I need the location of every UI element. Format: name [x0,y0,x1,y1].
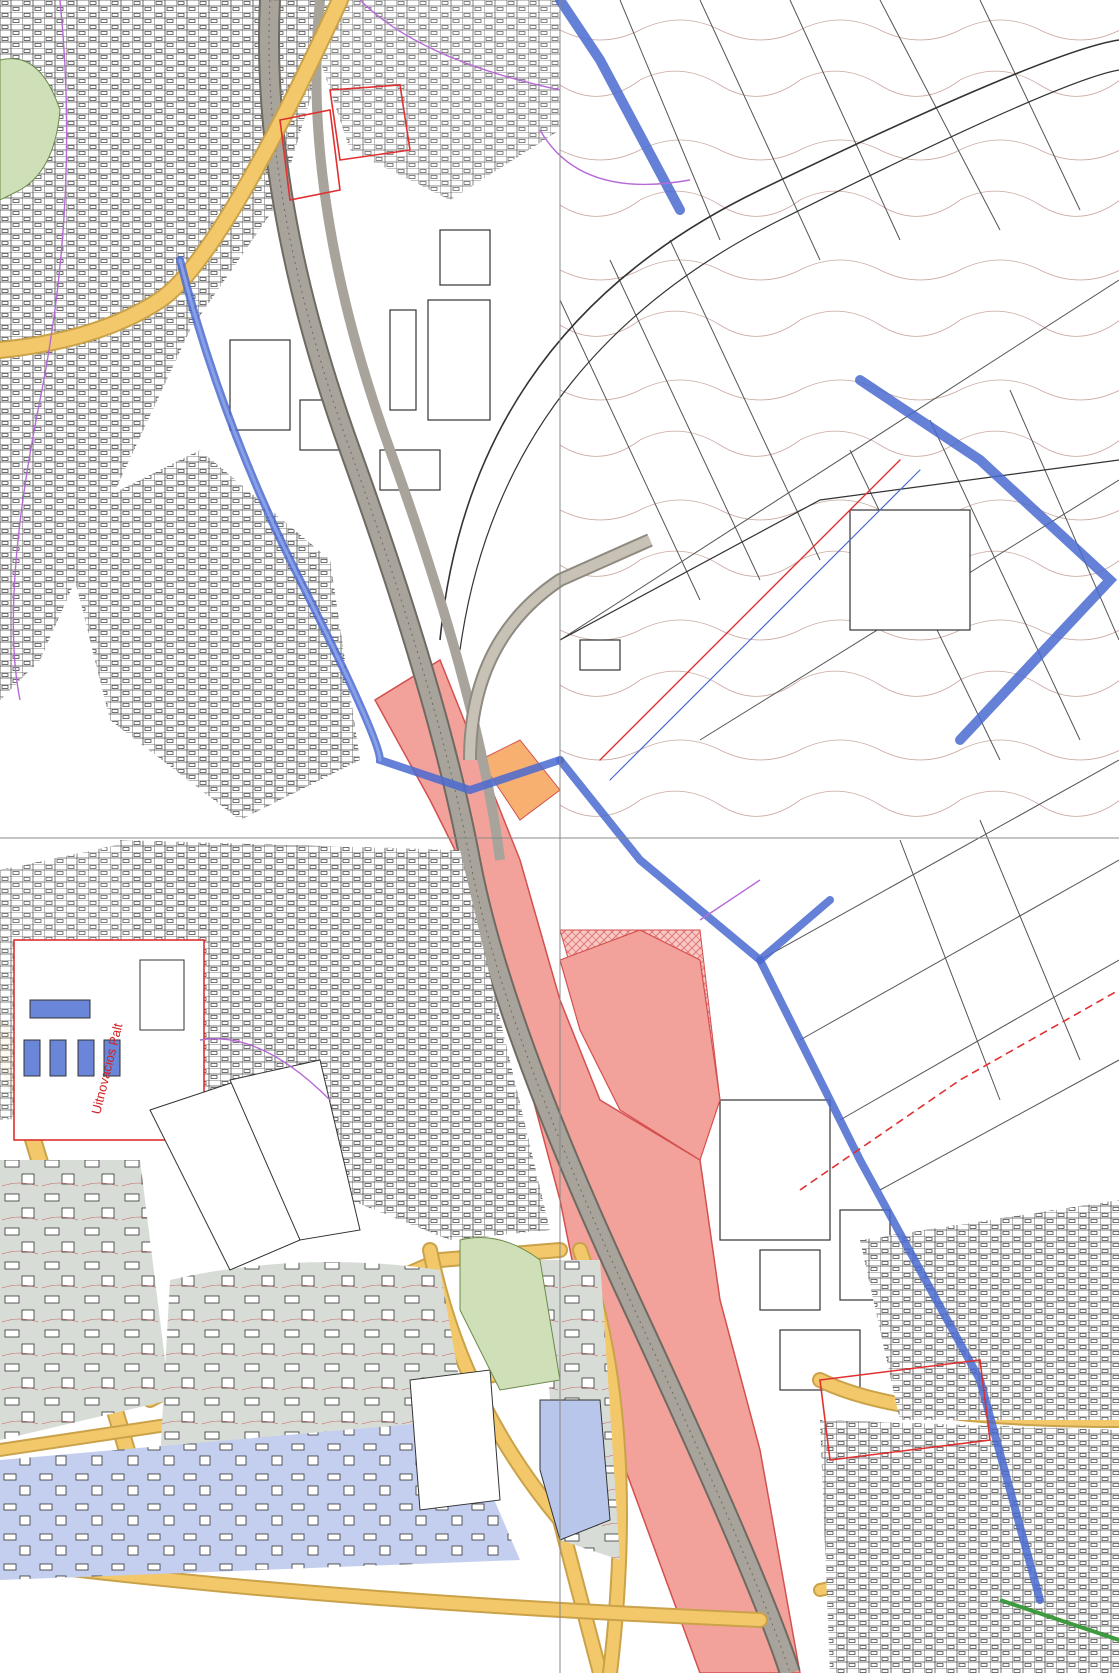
park-area-blue [539,1399,611,1541]
utility-corridors [176,0,1118,1604]
boundary-arc [439,39,1119,651]
green-area [0,58,61,201]
green-strip-southeast [999,1598,1119,1642]
industrial-blocks [229,229,971,1391]
agricultural-fields [559,0,1119,1191]
red-outlines [279,84,991,1461]
open-lots [149,1059,501,1511]
dashed-boundary [799,989,1119,1191]
rail-branch-inner [465,535,653,761]
railway [258,0,801,1673]
rail-zone-pink-east [559,929,721,1161]
violet-lines [12,0,761,1101]
residential-parcels-southeast [820,1200,1119,1673]
park-area [459,1237,561,1391]
